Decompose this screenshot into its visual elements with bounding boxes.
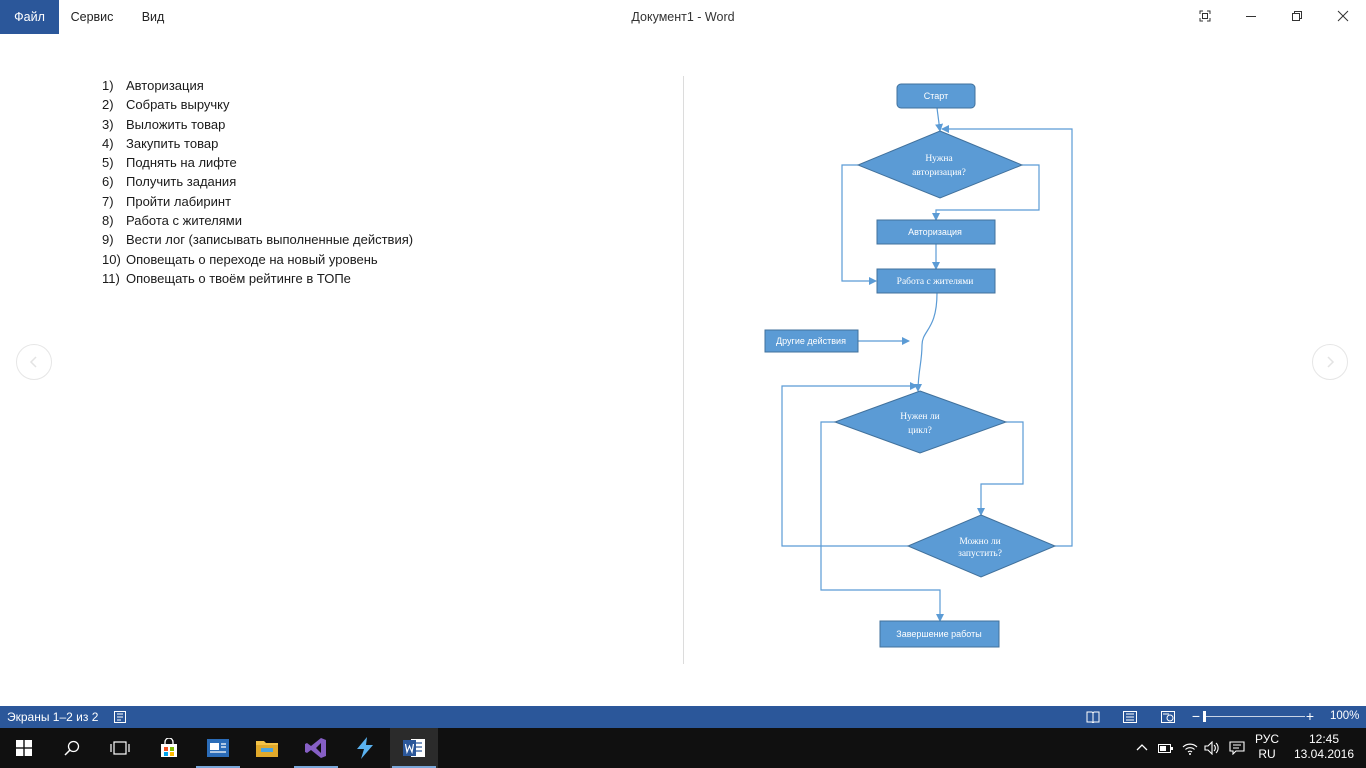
fullscreen-icon — [1199, 10, 1211, 22]
svg-text:Авторизация: Авторизация — [908, 227, 962, 237]
taskbar: РУС RU 12:45 13.04.2016 — [0, 728, 1366, 768]
news-icon — [207, 739, 229, 757]
status-bar: Экраны 1–2 из 2 − + 100% — [0, 706, 1366, 728]
taskbar-news[interactable] — [194, 728, 242, 768]
screens-counter: Экраны 1–2 из 2 — [7, 710, 99, 724]
running-indicator — [294, 766, 338, 768]
flow-process-auth: Авторизация — [876, 219, 996, 245]
connector-residents-to-cycle — [914, 292, 938, 392]
zoom-in-button[interactable]: + — [1305, 708, 1315, 724]
svg-text:Нужен ли: Нужен ли — [900, 412, 939, 422]
zoom-level[interactable]: 100% — [1330, 710, 1360, 722]
previous-page-button[interactable] — [16, 344, 52, 380]
volume-icon[interactable] — [1204, 740, 1220, 756]
lightning-icon — [357, 737, 373, 759]
search-icon — [64, 740, 80, 756]
svg-text:Можно ли: Можно ли — [959, 537, 1000, 547]
svg-text:Нужна: Нужна — [925, 154, 953, 164]
close-icon — [1337, 10, 1349, 22]
menu-view[interactable]: Вид — [141, 10, 165, 24]
connector-launch-loop-back — [781, 382, 918, 547]
running-indicator — [196, 766, 240, 768]
flow-decision-launch: Можно ли запустить? — [906, 514, 1057, 578]
start-button[interactable] — [0, 728, 48, 768]
running-indicator — [392, 766, 436, 768]
wifi-icon[interactable] — [1182, 740, 1198, 756]
connector-auth-no — [841, 164, 877, 285]
svg-text:цикл?: цикл? — [908, 426, 932, 436]
flow-decision-cycle: Нужен ли цикл? — [833, 390, 1008, 454]
taskbar-visual-studio[interactable] — [292, 728, 340, 768]
chevron-right-icon — [1327, 356, 1335, 368]
svg-text:Другие действия: Другие действия — [776, 336, 846, 346]
word-icon — [403, 739, 425, 757]
print-layout-icon[interactable] — [1122, 709, 1138, 725]
web-layout-icon[interactable] — [1160, 709, 1176, 725]
task-view-icon — [110, 741, 130, 755]
zoom-slider[interactable] — [1203, 716, 1305, 717]
svg-text:Работа с жителями: Работа с жителями — [897, 276, 974, 287]
store-icon — [161, 738, 177, 757]
chevron-left-icon — [29, 356, 37, 368]
read-mode-icon[interactable] — [1084, 709, 1102, 725]
connector-auth-yes — [932, 164, 1040, 221]
connector-launch-to-top — [941, 125, 1073, 547]
svg-text:Старт: Старт — [924, 91, 948, 101]
flow-process-residents: Работа с жителями — [876, 268, 996, 294]
show-hidden-icons-button[interactable] — [1134, 740, 1150, 756]
close-button[interactable] — [1320, 0, 1366, 32]
word-count-icon[interactable] — [112, 709, 128, 725]
svg-text:запустить?: запустить? — [958, 549, 1002, 559]
flow-end: Завершение работы — [879, 620, 1000, 648]
search-button[interactable] — [48, 728, 96, 768]
notifications-icon[interactable] — [1229, 740, 1245, 756]
restore-button[interactable] — [1274, 0, 1320, 32]
windows-icon — [16, 740, 32, 756]
flow-start: Старт — [896, 83, 976, 109]
input-language-indicator[interactable]: РУС RU — [1254, 732, 1280, 761]
restore-icon — [1292, 11, 1302, 21]
folder-icon — [256, 741, 278, 757]
battery-icon[interactable] — [1158, 740, 1174, 756]
connector-start-to-auth-check — [935, 107, 944, 132]
flowchart: Старт Нужна авторизация? Авторизация Раб… — [764, 83, 1073, 648]
zoom-slider-thumb[interactable] — [1203, 711, 1206, 722]
taskbar-store[interactable] — [145, 728, 193, 768]
page-divider — [683, 76, 684, 664]
flow-process-other: Другие действия — [764, 329, 859, 353]
minimize-button[interactable] — [1228, 0, 1274, 32]
menu-file[interactable]: Файл — [0, 0, 59, 34]
next-page-button[interactable] — [1312, 344, 1348, 380]
svg-text:Завершение работы: Завершение работы — [896, 629, 981, 639]
svg-text:авторизация?: авторизация? — [912, 168, 966, 178]
taskbar-powershell-app[interactable] — [341, 728, 389, 768]
visual-studio-icon — [305, 738, 326, 758]
zoom-out-button[interactable]: − — [1191, 708, 1201, 724]
chevron-up-icon — [1136, 744, 1148, 751]
taskbar-file-explorer[interactable] — [243, 728, 291, 768]
fullscreen-button[interactable] — [1182, 0, 1228, 32]
minimize-icon — [1246, 16, 1256, 17]
menu-service[interactable]: Сервис — [70, 10, 114, 24]
task-view-button[interactable] — [96, 728, 144, 768]
system-clock[interactable]: 12:45 13.04.2016 — [1293, 732, 1355, 761]
taskbar-word[interactable] — [390, 728, 438, 768]
connector-cycle-no — [820, 421, 944, 622]
flow-decision-need-auth: Нужна авторизация? — [856, 130, 1024, 199]
connector-cycle-yes — [977, 421, 1024, 516]
